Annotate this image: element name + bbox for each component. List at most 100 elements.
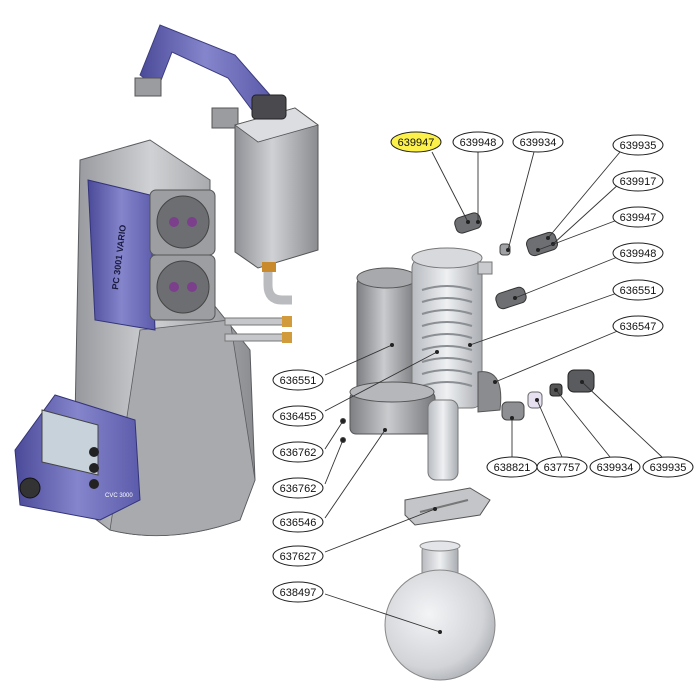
part-number-text: 638497 [280,587,317,599]
part-label-oval [589,456,641,478]
part-label-oval [612,206,664,228]
part-label-oval [612,242,664,264]
part-label-636762[interactable]: 636762 [272,477,324,499]
leader-lines [324,151,663,634]
part-label-636455[interactable]: 636455 [272,405,324,427]
part-label-oval [452,131,504,153]
part-number-text: 636547 [620,321,657,333]
leader-endpoint [466,220,470,224]
part-label-oval [612,279,664,301]
leader-line [537,218,621,251]
part-label-oval [642,456,694,478]
leader-line [324,508,436,553]
leader-line [324,439,344,485]
leader-endpoint [580,380,584,384]
leader-line [431,151,469,223]
leader-endpoint [510,416,514,420]
leader-endpoint [438,630,442,634]
part-number-text: 639935 [620,140,657,152]
leader-line [324,351,438,412]
leader-line [324,593,441,633]
part-label-639947[interactable]: 639947 [390,131,442,153]
leader-line [552,182,621,245]
part-number-text: 639948 [460,137,497,149]
part-label-oval [512,131,564,153]
part-number-text: 639935 [650,462,687,474]
flask-clip [404,487,491,526]
leader-line [507,151,535,251]
leader-endpoint [433,507,437,511]
part-label-638497[interactable]: 638497 [272,581,324,603]
part-label-639935[interactable]: 639935 [642,456,694,478]
controller-label: CVC 3000 [105,493,133,499]
part-number-text: 636762 [280,483,317,495]
leader-line [324,420,344,450]
leader-line [536,399,563,458]
part-label-oval [612,170,664,192]
vacuum-controller: CVC 3000 [14,394,141,521]
leader-line [581,381,663,458]
leader-endpoint [554,388,558,392]
part-label-636551[interactable]: 636551 [272,369,324,391]
part-label-638821[interactable]: 638821 [486,456,538,478]
part-number-text: 637757 [544,462,581,474]
leader-line [324,344,393,376]
leader-line [324,429,386,519]
part-label-637627[interactable]: 637627 [272,545,324,567]
leader-line [547,151,621,239]
leader-endpoint [468,343,472,347]
part-label-oval [612,315,664,337]
part-label-639934[interactable]: 639934 [512,131,564,153]
leader-endpoint [476,220,480,224]
part-label-636551[interactable]: 636551 [612,279,664,301]
part-labels: 639947 639948 639934 639935 639917 639947 6399… [272,131,694,603]
part-label-639917[interactable]: 639917 [612,170,664,192]
part-label-639948[interactable]: 639948 [612,242,664,264]
motor-module [234,94,319,305]
part-number-text: 639934 [597,462,634,474]
glass-coil [421,285,473,387]
leader-endpoint [435,350,439,354]
leader-endpoint [493,380,497,384]
part-number-text: 639934 [520,137,557,149]
part-number-text: 639947 [620,212,657,224]
part-label-oval [272,477,324,499]
part-number-text: 636455 [280,411,317,423]
leader-endpoint [341,419,345,423]
part-label-637757[interactable]: 637757 [536,456,588,478]
leader-endpoint [506,248,510,252]
carry-handle [134,24,271,129]
part-label-639948[interactable]: 639948 [452,131,504,153]
part-label-636762[interactable]: 636762 [272,441,324,463]
part-number-text: 636551 [620,285,657,297]
part-label-oval [272,545,324,567]
leader-line [555,389,611,458]
leader-line [494,329,621,383]
part-label-oval [390,131,442,153]
part-label-oval [272,581,324,603]
leader-endpoint [513,296,517,300]
leader-line [514,255,621,299]
part-label-639935[interactable]: 639935 [612,134,664,156]
part-number-text: 636762 [280,447,317,459]
leader-endpoint [390,343,394,347]
part-label-oval [272,441,324,463]
part-number-text: 638821 [494,462,531,474]
leader-endpoint [546,236,550,240]
part-label-636546[interactable]: 636546 [272,511,324,533]
part-label-oval [272,369,324,391]
leader-line [469,291,621,346]
part-number-text: 636551 [280,375,317,387]
part-label-639947[interactable]: 639947 [612,206,664,228]
leader-endpoint [536,248,540,252]
part-number-text: 639948 [620,248,657,260]
part-number-text: 639917 [620,176,657,188]
leader-endpoint [341,438,345,442]
round-bottom-flask [384,540,496,681]
part-label-636547[interactable]: 636547 [612,315,664,337]
leader-endpoint [535,398,539,402]
part-label-oval [536,456,588,478]
part-number-text: 639947 [398,137,435,149]
part-label-639934[interactable]: 639934 [589,456,641,478]
